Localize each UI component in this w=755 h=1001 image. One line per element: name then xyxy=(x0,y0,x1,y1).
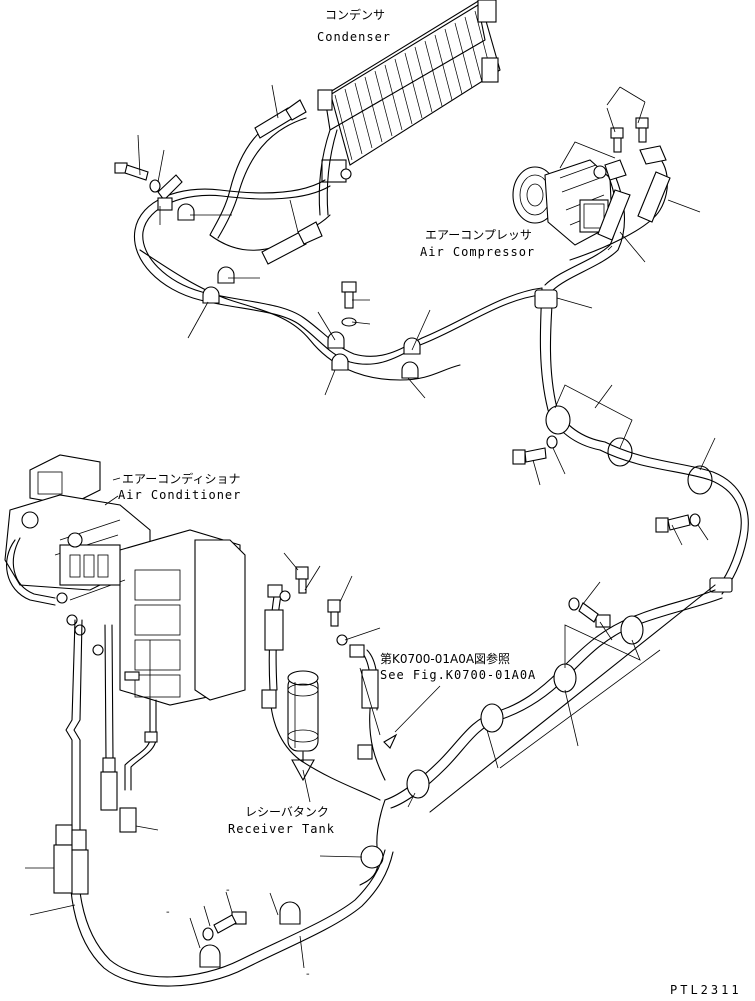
condenser-label-jp: コンデンサ xyxy=(325,8,386,22)
compressor-label-en: Air Compressor xyxy=(420,245,536,259)
condenser-label-en: Condenser xyxy=(317,30,392,44)
receiver-tank-icon xyxy=(287,670,319,782)
hose-fitting-icon xyxy=(261,584,379,760)
reference-label-jp: 第K0700-01A0A図参照 xyxy=(380,652,511,666)
hose-clamp-icon xyxy=(177,203,421,379)
air-conditioner-label-jp: エアーコンディショナ xyxy=(122,472,241,486)
callout-dash: - xyxy=(166,907,170,918)
hose-fitting-icon xyxy=(254,99,323,265)
hose-clamp-icon xyxy=(406,615,644,799)
reference-label-en: See Fig.K0700-01A0A xyxy=(380,668,537,682)
callout-dash: - xyxy=(226,885,230,896)
air-conditioner-label-en: Air Conditioner xyxy=(118,488,242,502)
leader-lines xyxy=(25,84,716,969)
hose-clamp-icon xyxy=(199,901,301,968)
hose-clamp-icon xyxy=(709,577,733,593)
bolt-icon xyxy=(114,117,701,941)
compressor-label-jp: エアーコンプレッサ xyxy=(425,228,532,242)
callout-dash: - xyxy=(306,969,310,980)
receiver-tank-label-jp: レシーバタンク xyxy=(245,805,329,819)
air-compressor-icon xyxy=(512,159,613,246)
figure-code: PTL2311 xyxy=(670,983,742,997)
condenser-icon xyxy=(317,0,501,183)
hose-fitting-icon xyxy=(597,145,671,241)
hose-fitting-icon xyxy=(53,731,158,895)
receiver-tank-label-en: Receiver Tank xyxy=(228,822,335,836)
hose-clamp-icon xyxy=(534,289,713,495)
